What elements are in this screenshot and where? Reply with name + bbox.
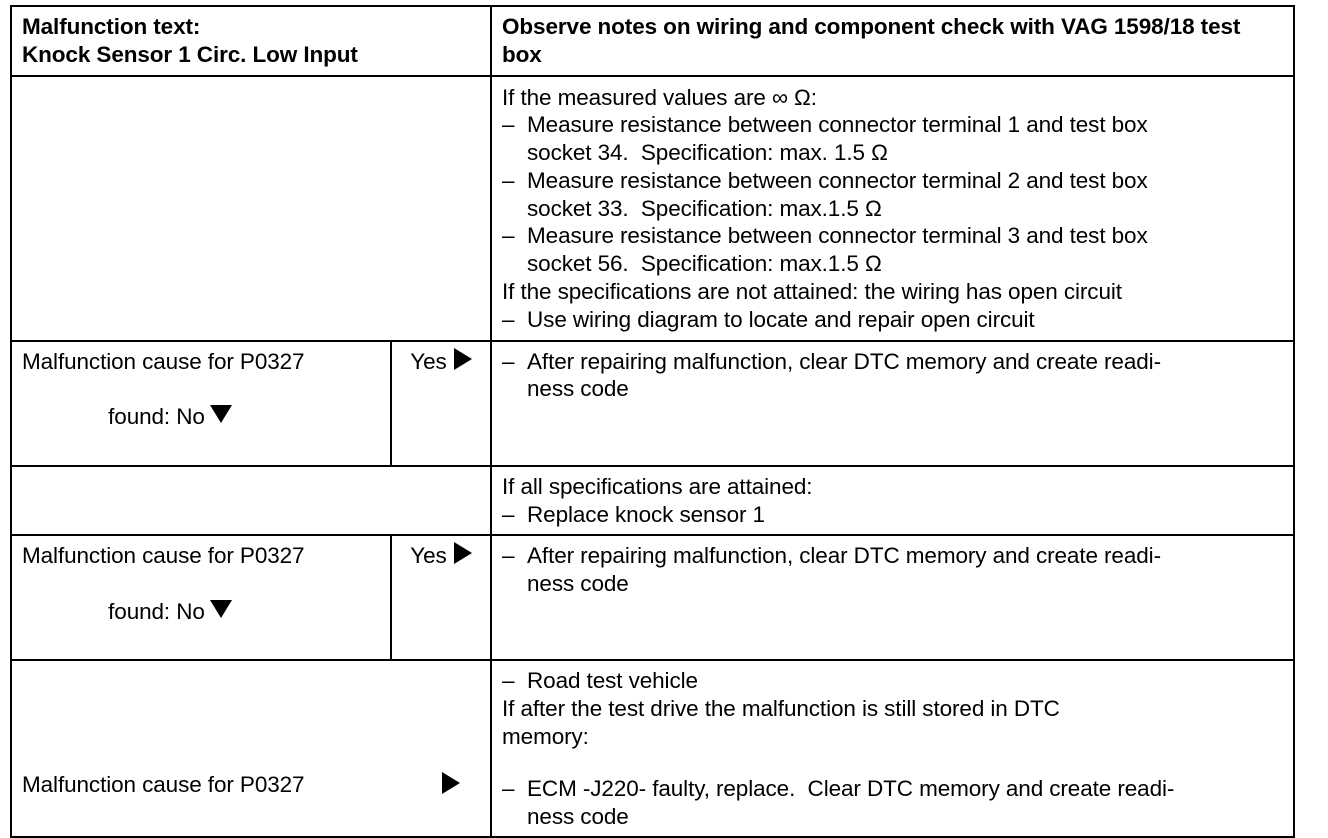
instruction-line: socket 34. Specification: max. 1.5 Ω [527,140,888,166]
triangle-right-icon [442,772,460,795]
instruction-line: socket 33. Specification: max.1.5 Ω [527,195,882,221]
table-row-all-specs-attained: If all specifications are attained: Repl… [9,464,1296,537]
instruction-line: Use wiring diagram to locate and repair … [502,306,1285,334]
triangle-down-icon [209,599,232,618]
table-row-measure-resistance: If the measured values are ∞ Ω: Measure … [9,74,1296,342]
instruction-line: If all specifications are attained: [502,473,813,499]
instruction-line: Measure resistance between connector ter… [502,167,1285,195]
row-road-test-cause-label: Malfunction cause for P0327 [9,659,493,838]
cause-question-line1: Malfunction cause for P0327 [22,348,305,374]
cause-answer-no: found: No [108,598,205,624]
cause-question-line2: found: No [22,375,382,458]
instruction-spacer [502,751,1285,775]
row-cause-found-1-action: After repairing malfunction, clear DTC m… [490,339,1296,467]
instruction-line: If after the test drive the malfunction … [502,696,1060,722]
header-malfunction-label: Malfunction text: [22,14,201,39]
triangle-down-icon [209,405,232,424]
instruction-line: ECM -J220- faulty, replace. Clear DTC me… [502,775,1285,803]
row-measure-instructions: If the measured values are ∞ Ω: Measure … [490,74,1296,342]
instruction-line: Measure resistance between connector ter… [502,111,1285,139]
table-row-road-test: Malfunction cause for P0327 Road test ve… [9,659,1296,838]
row-all-specs-instructions: If all specifications are attained: Repl… [490,464,1296,537]
instruction-line: socket 56. Specification: max.1.5 Ω [527,251,882,277]
action-line: ness code [527,376,629,402]
triangle-right-icon [453,347,472,370]
triangle-right-icon [453,542,472,565]
instruction-line: Replace knock sensor 1 [502,501,1285,529]
table-row-cause-found-1: Malfunction cause for P0327 found: No Ye… [10,339,1296,467]
table-row-cause-found-2: Malfunction cause for P0327 found: No Ye… [10,534,1296,662]
header-cell-malfunction-text: Malfunction text: Knock Sensor 1 Circ. L… [9,5,493,77]
diagnostic-table: Malfunction text: Knock Sensor 1 Circ. L… [9,5,1296,838]
branch-yes-label: Yes [410,348,447,374]
instruction-line: memory: [502,723,589,749]
row-measure-left-empty [9,74,493,342]
row-cause-found-1-question: Malfunction cause for P0327 found: No [10,339,392,467]
cause-answer-no: found: No [108,404,205,430]
row-road-test-instructions: Road test vehicle If after the test driv… [490,659,1296,838]
row-cause-found-2-branch-yes[interactable]: Yes [389,534,493,662]
instruction-line: If the specifications are not attained: … [502,279,1122,305]
row-all-specs-left-empty [9,464,493,537]
instruction-line: Road test vehicle [502,667,1285,695]
row-cause-found-2-action: After repairing malfunction, clear DTC m… [490,534,1296,662]
header-observe-notes-text: Observe notes on wiring and component ch… [502,14,1247,67]
instruction-line: Measure resistance between connector ter… [502,222,1285,250]
instruction-line: If the measured values are ∞ Ω: [502,84,817,110]
table-row-header: Malfunction text: Knock Sensor 1 Circ. L… [9,5,1296,77]
cause-question-line1: Malfunction cause for P0327 [22,543,305,569]
action-line: After repairing malfunction, clear DTC m… [502,348,1285,376]
action-line: After repairing malfunction, clear DTC m… [502,542,1285,570]
cause-question-line2: found: No [22,570,382,653]
document-page: Malfunction text: Knock Sensor 1 Circ. L… [0,0,1328,750]
cause-label: Malfunction cause for P0327 [22,771,305,797]
branch-yes-label: Yes [410,543,447,569]
header-cell-observe-notes: Observe notes on wiring and component ch… [490,5,1296,77]
instruction-line: ness code [527,803,629,829]
row-cause-found-1-branch-yes[interactable]: Yes [389,339,493,467]
row-cause-found-2-question: Malfunction cause for P0327 found: No [10,534,392,662]
action-line: ness code [527,571,629,597]
header-malfunction-value: Knock Sensor 1 Circ. Low Input [22,41,358,67]
